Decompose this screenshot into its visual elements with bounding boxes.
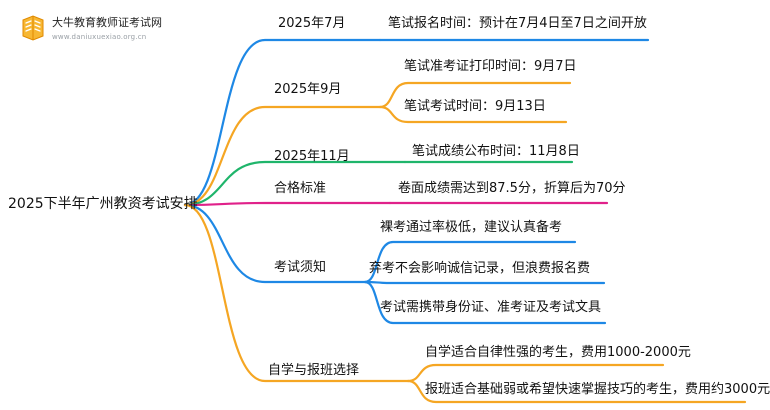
connector-line [363,280,606,285]
branch-exam-notes: 考试须知 [274,260,327,275]
mindmap-canvas: 大牛教育教师证考试网 www.daniuxuexiao.org.cn 2025下… [8,8,770,404]
leaf-class-option: 报班适合基础弱或希望快速掌握技巧的考生，费用约3000元 [425,382,770,397]
leaf-required-items: 考试需携带身份证、准考证及考试文具 [380,300,602,315]
leaf-admission-ticket-time: 笔试准考证打印时间：9月7日 [404,59,577,74]
connector-line [183,105,382,207]
leaf-self-study: 自学适合自律性强的考生，费用1000-2000元 [425,345,691,360]
leaf-registration-time: 笔试报名时间：预计在7月4日至7日之间开放 [388,16,647,31]
branch-2025-july: 2025年7月 [278,16,346,31]
book-icon [22,15,44,41]
site-logo: 大牛教育教师证考试网 www.daniuxuexiao.org.cn [8,8,208,50]
branch-self-study-or-class: 自学与报班选择 [268,363,360,378]
connector-line [378,105,568,124]
connector-line [363,240,577,284]
logo-title: 大牛教育教师证考试网 [52,16,162,29]
root-topic: 2025下半年广州教资考试安排 [8,196,198,212]
branch-2025-november: 2025年11月 [274,149,350,164]
leaf-score-release-time: 笔试成绩公布时间：11月8日 [412,144,580,159]
connector-line [183,160,407,207]
connector-line [183,203,367,284]
leaf-pass-score: 卷面成绩需达到87.5分，折算后为70分 [398,181,626,196]
connector-lines [183,38,747,404]
leaf-exam-time: 笔试考试时间：9月13日 [404,99,546,114]
connector-line [183,38,382,207]
branch-pass-standard: 合格标准 [274,181,327,196]
leaf-absence-note: 弃考不会影响诚信记录，但浪费报名费 [369,261,591,276]
connector-line [406,379,747,404]
connector-line [363,280,607,325]
connector-line [406,363,665,383]
connector-line [183,203,410,383]
connector-line [378,81,572,109]
branch-2025-september: 2025年9月 [274,82,342,97]
connector-line [183,201,392,207]
leaf-pass-rate-note: 裸考通过率极低，建议认真备考 [380,220,563,235]
logo-subtitle: www.daniuxuexiao.org.cn [52,33,147,41]
